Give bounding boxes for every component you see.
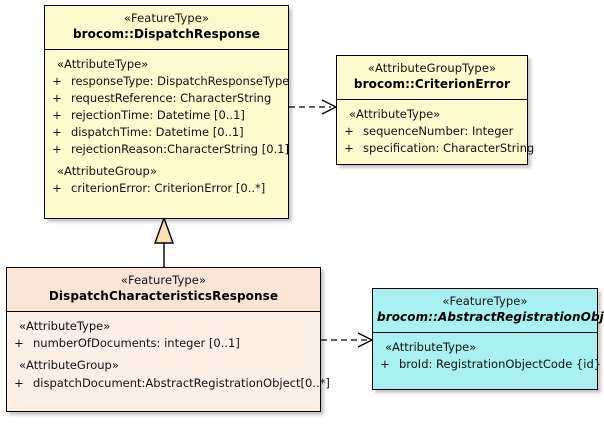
class-name: brocom::AbstractRegistrationObject bbox=[377, 310, 604, 325]
visibility-marker: + bbox=[52, 108, 62, 123]
attribute-row[interactable]: + dispatchTime: Datetime [0..1] bbox=[47, 124, 286, 141]
attribute-label: rejectionReason:CharacterString [0.1] bbox=[71, 142, 289, 157]
visibility-marker: + bbox=[344, 124, 354, 139]
attribute-row[interactable]: + criterionError: CriterionError [0..*] bbox=[47, 180, 286, 197]
class-name: brocom::DispatchResponse bbox=[72, 27, 261, 42]
connector-generalization-dispatch bbox=[154, 215, 174, 267]
visibility-marker: + bbox=[52, 142, 62, 157]
class-header-dispatch-characteristics-response: «FeatureType» DispatchCharacteristicsRes… bbox=[7, 268, 320, 312]
attribute-label: criterionError: CriterionError [0..*] bbox=[71, 181, 266, 196]
class-stereotype: «FeatureType» bbox=[120, 273, 207, 287]
visibility-marker: + bbox=[52, 91, 62, 106]
class-body-criterion-error: «AttributeType» + sequenceNumber: Intege… bbox=[337, 100, 534, 164]
attribute-label: numberOfDocuments: integer [0..1] bbox=[33, 336, 240, 351]
compartment-group-label: «AttributeType» bbox=[19, 319, 111, 333]
visibility-marker: + bbox=[344, 141, 354, 156]
attribute-row[interactable]: + rejectionReason:CharacterString [0.1] bbox=[47, 141, 289, 158]
visibility-marker: + bbox=[14, 375, 24, 390]
attribute-row[interactable]: + rejectionTime: Datetime [0..1] bbox=[47, 107, 286, 124]
class-body-dispatch-response: «AttributeType» + responseType: Dispatch… bbox=[45, 50, 290, 218]
visibility-marker: + bbox=[52, 74, 62, 89]
compartment-group-label: «AttributeGroup» bbox=[19, 358, 119, 373]
class-header-dispatch-response: «FeatureType» brocom::DispatchResponse bbox=[45, 6, 288, 50]
attribute-label: requestReference: CharacterString bbox=[71, 91, 272, 106]
attribute-row[interactable]: + responseType: DispatchResponseType bbox=[47, 73, 290, 90]
attribute-label: rejectionTime: Datetime [0..1] bbox=[71, 108, 245, 123]
compartment-group-label: «AttributeType» bbox=[57, 57, 149, 71]
open-arrowhead-icon bbox=[321, 99, 338, 115]
open-arrowhead-icon bbox=[357, 332, 374, 348]
attribute-row[interactable]: + requestReference: CharacterString bbox=[47, 90, 286, 107]
attribute-row[interactable]: + sequenceNumber: Integer bbox=[339, 123, 525, 140]
connector-dependency-criterion-error bbox=[289, 99, 338, 115]
class-name: brocom::CriterionError bbox=[353, 77, 511, 92]
attribute-label: responseType: DispatchResponseType bbox=[71, 74, 290, 89]
attribute-row[interactable]: + specification: CharacterString bbox=[339, 140, 534, 157]
attribute-label: sequenceNumber: Integer bbox=[363, 124, 514, 139]
class-name: DispatchCharacteristicsResponse bbox=[48, 289, 279, 304]
hollow-triangle-arrowhead-icon bbox=[154, 215, 174, 244]
visibility-marker: + bbox=[52, 125, 62, 140]
visibility-marker: + bbox=[380, 357, 390, 372]
class-stereotype: «FeatureType» bbox=[123, 11, 210, 25]
attribute-row[interactable]: + numberOfDocuments: integer [0..1] bbox=[9, 335, 318, 352]
attribute-row[interactable]: + dispatchDocument:AbstractRegistrationO… bbox=[9, 375, 330, 392]
attribute-label: dispatchTime: Datetime [0..1] bbox=[71, 125, 244, 140]
class-header-abstract-registration-object: «FeatureType» brocom::AbstractRegistrati… bbox=[373, 289, 604, 333]
class-stereotype: «AttributeGroupType» bbox=[367, 61, 497, 75]
class-box-dispatch-response[interactable]: «FeatureType» brocom::DispatchResponse «… bbox=[44, 5, 289, 219]
compartment-group-label: «AttributeType» bbox=[385, 340, 477, 354]
class-header-criterion-error: «AttributeGroupType» brocom::CriterionEr… bbox=[337, 56, 527, 100]
attribute-label: specification: CharacterString bbox=[363, 141, 535, 156]
compartment-group-label: «AttributeGroup» bbox=[57, 164, 157, 179]
visibility-marker: + bbox=[52, 181, 62, 196]
compartment-group-label: «AttributeType» bbox=[349, 107, 441, 121]
attribute-label: dispatchDocument:AbstractRegistrationObj… bbox=[33, 375, 330, 390]
class-box-criterion-error[interactable]: «AttributeGroupType» brocom::CriterionEr… bbox=[336, 55, 534, 165]
class-body-abstract-registration-object: «AttributeType» + broId: RegistrationObj… bbox=[373, 333, 601, 389]
attribute-label: broId: RegistrationObjectCode {id} bbox=[399, 357, 602, 372]
class-body-dispatch-characteristics-response: «AttributeType» + numberOfDocuments: int… bbox=[7, 312, 330, 411]
visibility-marker: + bbox=[14, 336, 24, 351]
class-stereotype: «FeatureType» bbox=[442, 294, 528, 308]
class-box-abstract-registration-object[interactable]: «FeatureType» brocom::AbstractRegistrati… bbox=[372, 288, 604, 390]
class-box-dispatch-characteristics-response[interactable]: «FeatureType» DispatchCharacteristicsRes… bbox=[6, 267, 330, 412]
attribute-row[interactable]: + broId: RegistrationObjectCode {id} bbox=[375, 356, 601, 373]
connector-dependency-registration-object bbox=[321, 332, 374, 348]
